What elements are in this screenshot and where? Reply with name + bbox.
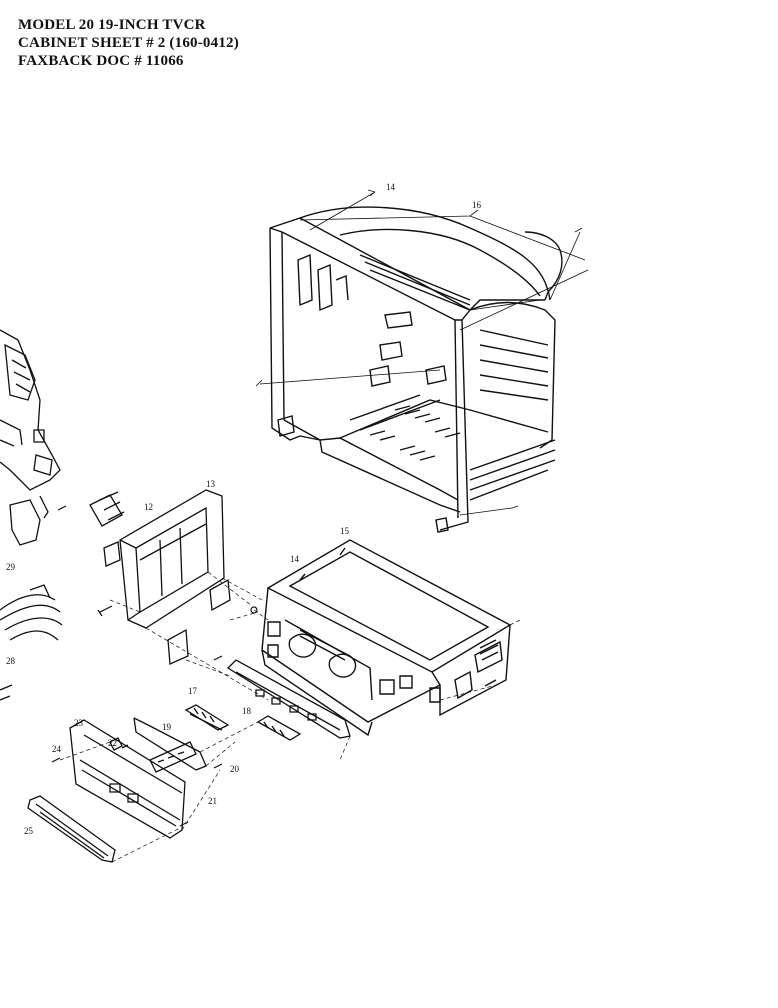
left-chassis-fragment bbox=[0, 330, 62, 700]
callout-13-frame: 13 bbox=[206, 479, 216, 489]
part-callouts: 14 16 12 13 15 14 17 18 19 20 21 22 23 2… bbox=[6, 182, 482, 836]
exploded-view-leader-lines bbox=[60, 572, 520, 862]
callout-18-control-board: 18 bbox=[242, 706, 252, 716]
faxback-doc-number: FAXBACK DOC # 11066 bbox=[18, 53, 184, 69]
cabinet-leader-lines bbox=[256, 190, 588, 515]
callout-24-screw: 24 bbox=[52, 744, 62, 754]
callout-25-bottom-trim: 25 bbox=[24, 826, 34, 836]
callout-17-button-bar: 17 bbox=[188, 686, 198, 696]
document-header: MODEL 20 19-INCH TVCR CABINET SHEET # 2 … bbox=[18, 16, 398, 70]
callout-15-vcr-deck: 15 bbox=[340, 526, 350, 536]
front-control-panel-assembly bbox=[28, 660, 350, 862]
callout-12-bracket: 12 bbox=[144, 502, 153, 512]
callout-14-screw: 14 bbox=[386, 182, 396, 192]
callout-21-front-panel: 21 bbox=[208, 796, 217, 806]
callout-16-rear-cabinet: 16 bbox=[472, 200, 482, 210]
vcr-deck-chassis bbox=[262, 540, 510, 735]
model-title: MODEL 20 19-INCH TVCR bbox=[18, 17, 206, 33]
callout-28-cable: 28 bbox=[6, 656, 16, 666]
tv-cabinet-rear-housing bbox=[270, 207, 562, 532]
callout-22-knob: 22 bbox=[108, 738, 117, 748]
callout-29-harness: 29 bbox=[6, 562, 16, 572]
callout-20-screw: 20 bbox=[230, 764, 240, 774]
callout-23-front-cover: 23 bbox=[74, 718, 84, 728]
mounting-frame-bracket bbox=[90, 490, 230, 664]
callout-14-deck-screw: 14 bbox=[290, 554, 300, 564]
cabinet-sheet-number: CABINET SHEET # 2 (160-0412) bbox=[18, 35, 239, 51]
callout-19-bracket: 19 bbox=[162, 722, 172, 732]
screw-fasteners bbox=[52, 506, 258, 826]
